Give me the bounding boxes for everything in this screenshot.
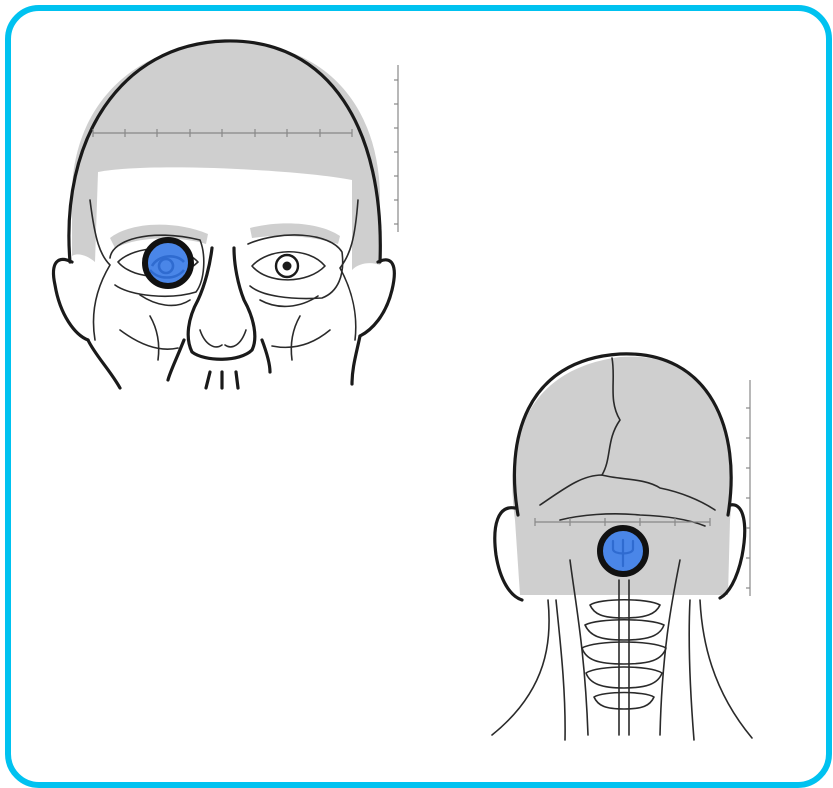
front-eye-marker[interactable]: [145, 240, 191, 286]
back-head-view: [492, 354, 752, 740]
front-nose: [188, 248, 255, 359]
back-vertebrae: [582, 600, 666, 709]
back-vertical-ruler: [746, 380, 750, 596]
front-left-ear: [54, 259, 88, 340]
front-head-view: [54, 41, 398, 388]
front-right-ear: [360, 260, 394, 336]
front-vertical-ruler: [394, 65, 398, 232]
back-neck: [492, 600, 549, 735]
back-neck-marker[interactable]: [600, 528, 646, 574]
